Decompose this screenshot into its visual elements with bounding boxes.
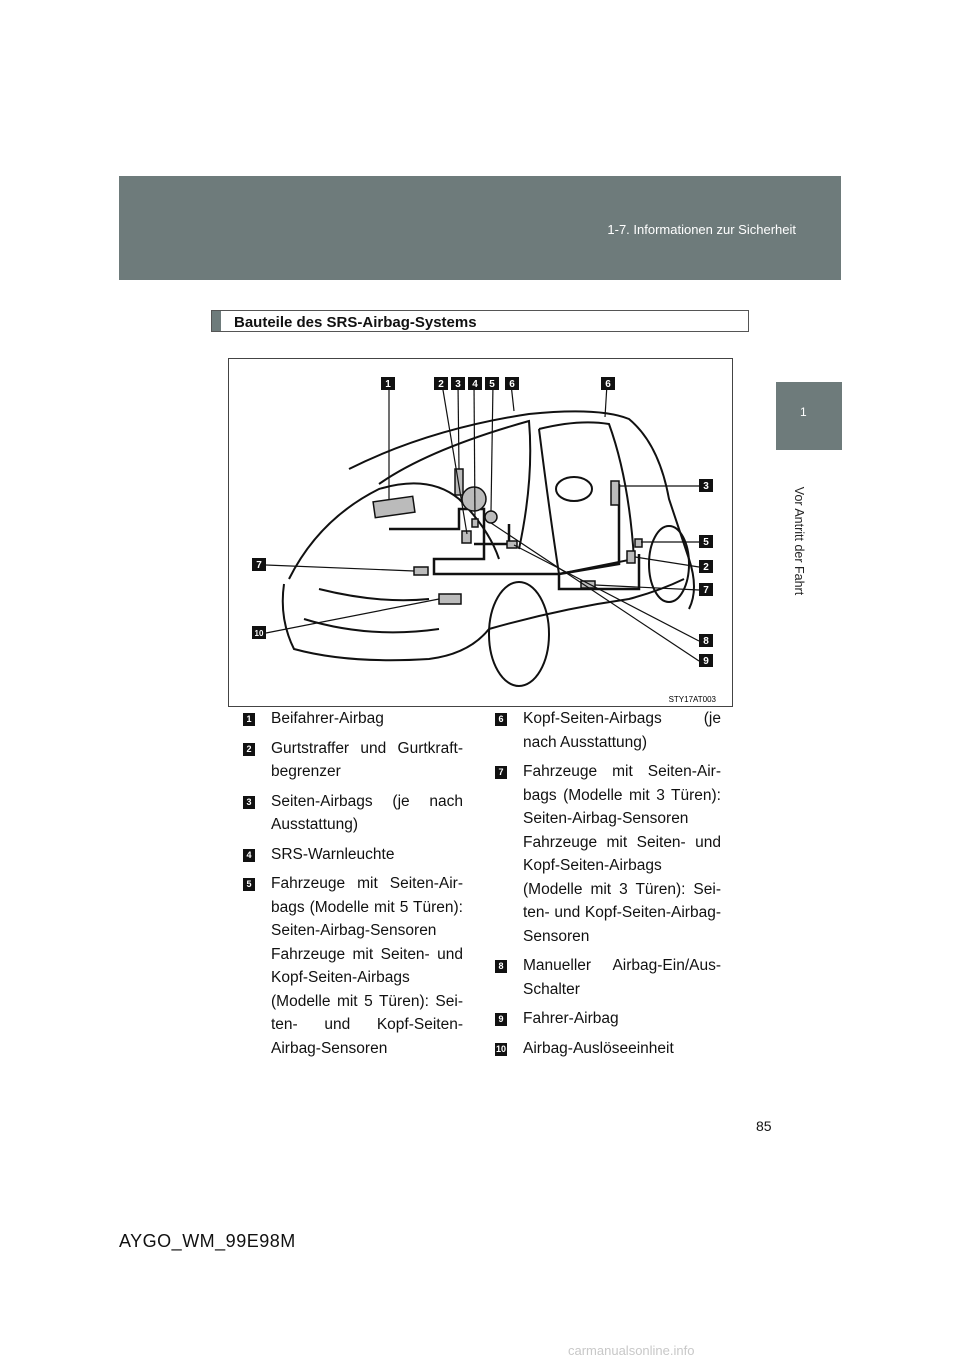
legend-text: Beifahrer-Airbag <box>271 707 463 731</box>
wiring-harness <box>389 509 639 589</box>
callout-number: 7 <box>703 585 709 596</box>
callout-number: 5 <box>703 537 709 548</box>
legend-right: 6 Kopf-Seiten-Airbags (je nach Ausstattu… <box>495 707 721 1066</box>
chapter-label-box: Vor Antritt der Fahrt <box>781 480 811 610</box>
legend-item: 7 Fahrzeuge mit Seiten-Air-bags (Modelle… <box>495 760 721 948</box>
passenger-airbag-module <box>373 496 415 517</box>
side-mirror <box>556 477 592 501</box>
callout-number: 6 <box>605 379 611 390</box>
legend-number: 8 <box>495 960 507 973</box>
header-band: 1-7. Informationen zur Sicherheit <box>119 176 841 280</box>
legend-number: 9 <box>495 1013 507 1026</box>
legend-item: 5 Fahrzeuge mit Seiten-Air-bags (Modelle… <box>243 872 463 1060</box>
legend-text: Fahrzeuge mit Seiten-Air-bags (Modelle m… <box>523 760 721 831</box>
legend-text: Airbag-Auslöseeinheit <box>523 1037 721 1061</box>
legend-number: 1 <box>243 713 255 726</box>
watermark: carmanualsonline.info <box>568 1343 694 1358</box>
side-airbag-left <box>455 469 463 495</box>
callout-number: 4 <box>472 379 478 390</box>
heading-bar <box>212 311 221 331</box>
legend-item: 1 Beifahrer-Airbag <box>243 707 463 731</box>
callout-number: 2 <box>438 379 444 390</box>
legend-item: 2 Gurtstraffer und Gurtkraft-begrenzer <box>243 737 463 784</box>
legend-item: 4 SRS-Warnleuchte <box>243 843 463 867</box>
side-sensor-rear <box>635 539 642 547</box>
callout-number: 10 <box>255 629 264 638</box>
legend-left: 1 Beifahrer-Airbag 2 Gurtstraffer und Gu… <box>243 707 463 1066</box>
sensor-center <box>507 541 517 548</box>
warning-light <box>472 519 478 527</box>
callout-number: 2 <box>703 562 709 573</box>
legend-text: Seiten-Airbags (je nach Ausstattung) <box>271 790 463 837</box>
legend-number: 4 <box>243 849 255 862</box>
legend-item: 6 Kopf-Seiten-Airbags (je nach Ausstattu… <box>495 707 721 754</box>
legend-text: Fahrzeuge mit Seiten-Air-bags (Modelle m… <box>271 872 463 943</box>
section-heading: Bauteile des SRS-Airbag-Systems <box>211 310 749 332</box>
legend-item: 10 Airbag-Auslöseeinheit <box>495 1037 721 1061</box>
pretensioner-right <box>627 551 635 563</box>
side-airbag-right <box>611 481 619 505</box>
legend-subtext: Fahrzeuge mit Seiten- und Kopf-Seiten-Ai… <box>271 943 463 1061</box>
manual-code: AYGO_WM_99E98M <box>119 1231 296 1252</box>
legend-number: 2 <box>243 743 255 756</box>
callout-number: 9 <box>703 656 709 667</box>
legend-text: Gurtstraffer und Gurtkraft-begrenzer <box>271 737 463 784</box>
callout-number: 5 <box>489 379 495 390</box>
callout-number: 3 <box>455 379 461 390</box>
steering-wheel <box>462 487 486 511</box>
page-number: 85 <box>756 1118 772 1134</box>
legend-text: Manueller Airbag-Ein/Aus-Schalter <box>523 954 721 1001</box>
callout-number: 1 <box>385 379 391 390</box>
legend-item: 8 Manueller Airbag-Ein/Aus-Schalter <box>495 954 721 1001</box>
chapter-label: Vor Antritt der Fahrt <box>792 476 806 606</box>
legend-number: 6 <box>495 713 507 726</box>
airbag-control-unit <box>439 594 461 604</box>
callout-number: 8 <box>703 636 709 647</box>
section-header: 1-7. Informationen zur Sicherheit <box>607 222 796 237</box>
legend-number: 3 <box>243 796 255 809</box>
front-grille <box>319 589 429 600</box>
airbag-switch <box>485 511 497 523</box>
legend-text: Fahrer-Airbag <box>523 1007 721 1031</box>
chapter-tab: 1 <box>776 382 842 450</box>
legend-number: 10 <box>495 1043 507 1056</box>
side-sensor-front-left <box>414 567 428 575</box>
chapter-number: 1 <box>800 405 807 419</box>
front-wheel <box>489 582 549 686</box>
section-title: Bauteile des SRS-Airbag-Systems <box>234 314 477 331</box>
legend-item: 3 Seiten-Airbags (je nach Ausstattung) <box>243 790 463 837</box>
callout-number: 6 <box>509 379 515 390</box>
legend-number: 5 <box>243 878 255 891</box>
legend-text: Kopf-Seiten-Airbags (je nach Ausstattung… <box>523 707 721 754</box>
legend-number: 7 <box>495 766 507 779</box>
legend-text: SRS-Warnleuchte <box>271 843 463 867</box>
callout-number: 7 <box>256 560 262 571</box>
callout-number: 3 <box>703 481 709 492</box>
figure-code: STY17AT003 <box>669 695 717 704</box>
legend-item: 9 Fahrer-Airbag <box>495 1007 721 1031</box>
legend-subtext: Fahrzeuge mit Seiten- und Kopf-Seiten-Ai… <box>523 831 721 949</box>
